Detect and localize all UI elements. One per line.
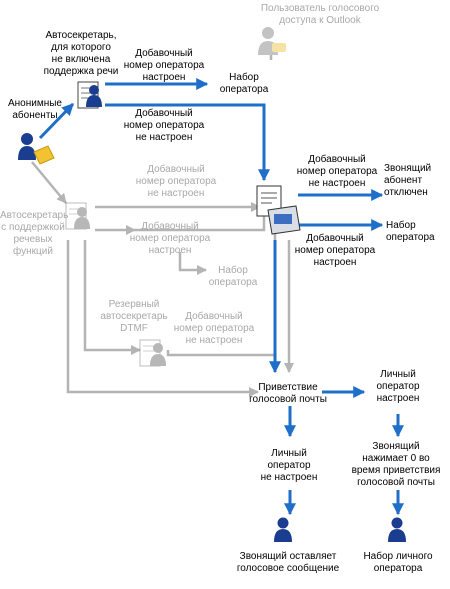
caller-disconnected-label: Звонящий абонент отключен bbox=[384, 163, 432, 198]
dial-personal-operator-label: Набор личного оператора bbox=[363, 551, 433, 574]
active-flows bbox=[38, 78, 404, 516]
voicemail-greeting-label: Приветствие голосовой почты bbox=[249, 382, 327, 405]
edge-operator-configured-grey: Добавочный номер оператора настроен bbox=[129, 221, 211, 256]
anonymous-callers-icon bbox=[18, 133, 55, 165]
personal-operator-configured-label: Личный оператор настроен bbox=[376, 369, 420, 404]
edge-operator-configured-top: Добавочный номер оператора настроен bbox=[123, 48, 205, 83]
flow-aa-not-configured bbox=[105, 103, 270, 182]
flow-anon-to-speech-aa bbox=[31, 161, 67, 204]
anonymous-callers-label: Анонимные абоненты bbox=[7, 98, 62, 121]
edge-operator-not-configured-top: Добавочный номер оператора не настроен bbox=[123, 108, 205, 143]
flow-speech-aa-to-greeting bbox=[66, 240, 259, 397]
edge-dial-operator-grey: Набор оператора bbox=[208, 265, 258, 288]
personal-operator-icon bbox=[388, 517, 406, 542]
edge-operator-configured-right: Добавочный номер оператора настроен bbox=[294, 233, 376, 268]
edge-operator-not-configured-grey-2: Добавочный номер оператора не настроен bbox=[173, 311, 255, 346]
edge-operator-not-configured-right: Добавочный номер оператора не настроен bbox=[296, 154, 378, 189]
dtmf-auto-attendant-icon bbox=[139, 339, 166, 367]
edge-operator-not-configured-grey-1: Добавочный номер оператора не настроен bbox=[135, 164, 217, 199]
operator-phone-icon bbox=[256, 185, 301, 235]
dial-operator-right-label: Набор оператора bbox=[386, 220, 435, 243]
personal-operator-not-configured-label: Личный оператор не настроен bbox=[260, 448, 318, 483]
speech-auto-attendant-icon bbox=[65, 202, 90, 230]
auto-attendant-no-speech-label: Автосекретарь, для которого не включена … bbox=[43, 30, 119, 77]
caller-leaves-message-label: Звонящий оставляет голосовое сообщение bbox=[236, 551, 340, 574]
speech-auto-attendant-label: Автосекретарь с поддержкой речевых функц… bbox=[0, 210, 69, 257]
inactive-flows bbox=[31, 55, 294, 397]
caller-person-icon bbox=[274, 517, 292, 542]
outlook-user-icon bbox=[258, 27, 286, 55]
flow-anon-to-aa bbox=[38, 102, 75, 140]
backup-dtmf-label: Резервный автосекретарь DTMF bbox=[100, 299, 168, 334]
caller-presses-zero-label: Звонящий нажимает 0 во время приветствия… bbox=[351, 441, 441, 488]
flow-speech-aa-to-dtmf bbox=[83, 240, 141, 355]
edge-dial-operator-top: Набор оператора bbox=[219, 72, 269, 95]
flow-configured-to-dial bbox=[178, 252, 207, 275]
outlook-voice-user-label: Пользователь голосового доступа к Outloo… bbox=[260, 3, 380, 26]
auto-attendant-icon bbox=[77, 81, 102, 109]
